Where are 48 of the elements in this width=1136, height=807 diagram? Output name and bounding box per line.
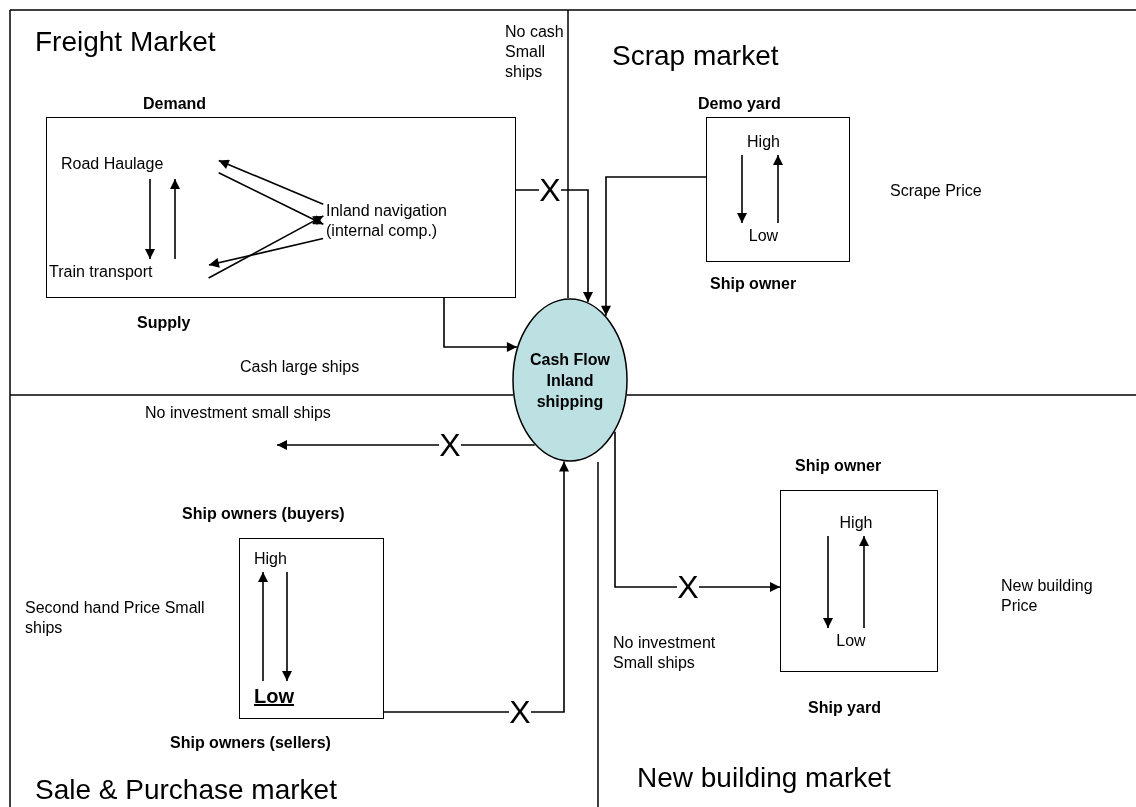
circle-label: Cash Flow Inland shipping <box>529 350 611 412</box>
party-label: Ship owner <box>710 274 797 294</box>
price-level-label: Low <box>254 684 304 708</box>
note-text: No investment small ships <box>145 403 331 423</box>
price-level-label: Low <box>736 226 791 246</box>
price-level-label: Low <box>816 631 886 651</box>
note-text: Cash large ships <box>240 357 360 377</box>
arrow <box>859 535 869 629</box>
market-title: Sale & Purchase market <box>35 773 337 807</box>
price-label: Scrape Price <box>890 181 983 201</box>
arrow <box>208 237 324 268</box>
transport-mode-label: Train transport <box>49 262 206 284</box>
arrow <box>614 430 781 592</box>
arrow <box>515 189 593 303</box>
party-label: Ship owners (buyers) <box>182 504 345 524</box>
party-label: Ship owners (sellers) <box>170 733 331 753</box>
arrow <box>217 172 325 225</box>
note-text: No cash Small ships <box>505 22 565 82</box>
arrow <box>276 440 536 450</box>
price-level-label: High <box>254 549 304 569</box>
arrow <box>217 159 325 206</box>
arrow <box>282 571 292 682</box>
market-title: Scrap market <box>612 39 779 73</box>
arrow <box>823 535 833 629</box>
market-title: New building market <box>637 761 891 795</box>
price-label: Second hand Price Small ships <box>25 598 206 638</box>
party-label: Demo yard <box>698 94 781 114</box>
arrow <box>207 215 325 279</box>
price-level-label: High <box>821 513 891 533</box>
party-label: Ship yard <box>808 698 881 718</box>
arrow <box>737 154 747 224</box>
price-level-label: High <box>736 132 791 152</box>
cash-flow-circle <box>512 298 628 462</box>
demand-label: Demand <box>143 94 207 114</box>
transport-mode-label: Road Haulage <box>61 154 216 176</box>
supply-label: Supply <box>137 313 191 333</box>
arrow <box>170 178 180 260</box>
market-title: Freight Market <box>35 25 216 59</box>
transport-mode-label: Inland navigation (internal comp.) <box>326 201 506 243</box>
arrow <box>601 176 707 317</box>
arrow <box>258 571 268 682</box>
arrow <box>145 178 155 260</box>
arrow <box>383 460 569 713</box>
arrow <box>443 297 518 352</box>
party-label: Ship owner <box>795 456 882 476</box>
price-label: New building Price <box>1001 576 1094 616</box>
note-text: No investment Small ships <box>613 633 717 673</box>
arrow <box>773 154 783 224</box>
